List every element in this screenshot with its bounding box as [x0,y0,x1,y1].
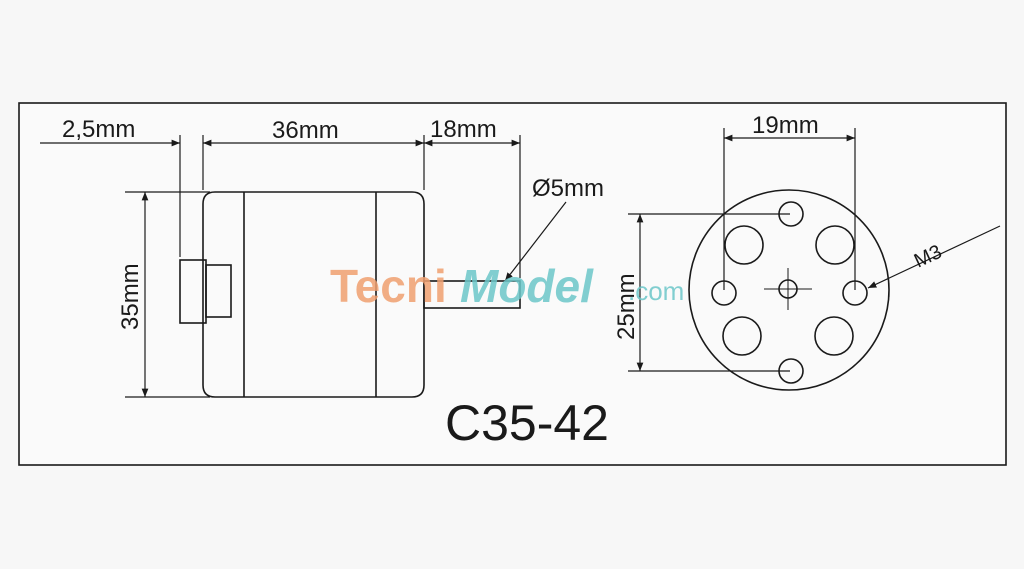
dim-body-diameter-label: 35mm [117,263,144,330]
watermark-part-1: Tecni [330,260,447,312]
dim-shaft-diameter-label: Ø5mm [532,175,604,202]
motor-can [202,191,425,398]
motor-side-view [179,191,521,398]
vent-hole-4 [814,316,854,356]
rear-boss-inner [205,264,232,318]
mount-face-circle [688,189,890,391]
dim-hole-spacing-h-label: 19mm [752,112,819,139]
dimension-hole-spacing-v [628,213,790,372]
center-crosshair [764,268,812,310]
watermark-logo: Tecni Model .com [330,260,684,312]
dim-flange-label: 2,5mm [62,116,135,143]
dim-body-length-label: 36mm [272,117,339,144]
motor-front-view [688,189,890,391]
dimension-hole-spacing-h [723,128,856,290]
vent-hole-1 [724,225,764,265]
watermark-part-2: Model [460,260,594,312]
watermark-part-3: .com [628,276,684,306]
dimension-body-diameter [125,191,210,398]
shaft-diameter-leader [504,201,567,282]
model-number: C35-42 [445,395,609,451]
vent-hole-2 [815,225,855,265]
motor-shaft [423,280,521,309]
vent-hole-3 [722,316,762,356]
dim-hole-spacing-v-label: 25mm [613,273,640,340]
dimensions-top [40,135,521,278]
drawing-frame [18,102,1007,466]
dim-shaft-length-label: 18mm [430,116,497,143]
thread-leader [867,225,1001,289]
